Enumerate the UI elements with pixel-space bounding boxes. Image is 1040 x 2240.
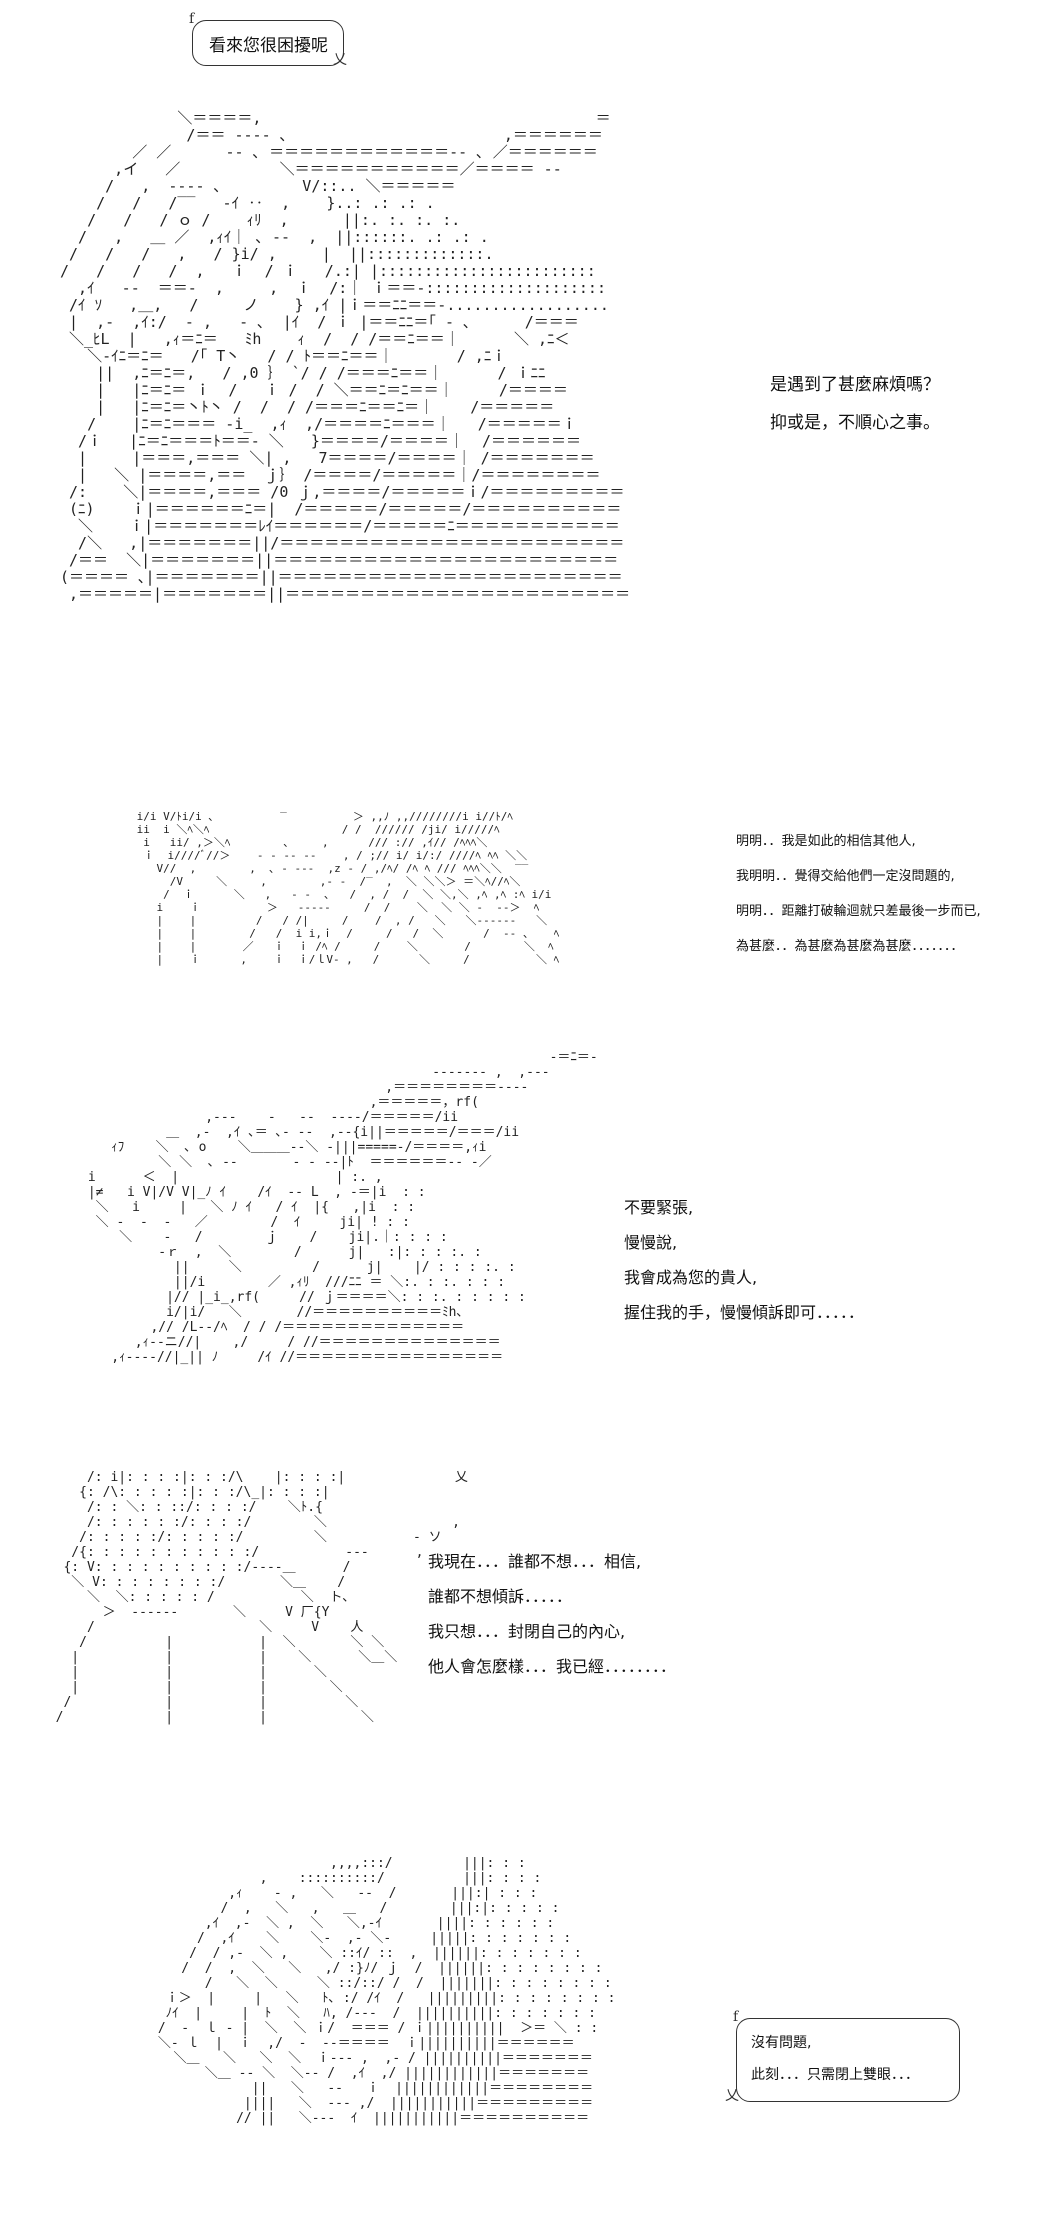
panel-5: ,,,,:::/ |||: : : , ::::::::::/ |||: : :… xyxy=(0,1850,1040,2240)
dialogue-line: 明明．．我是如此的相信其他人, xyxy=(736,834,916,849)
dialogue-line: 抑或是，不順心之事。 xyxy=(770,413,940,433)
ascii-art-character-1: ＼＝＝＝＝, ＝ /＝＝ ‐‐‐- ､ ,＝＝＝＝＝＝ ／ ／ ‐- ､ ＝＝＝… xyxy=(60,109,631,603)
bubble-corner-mark: f xyxy=(189,11,195,27)
dialogue-line: 是遇到了甚麼麻煩嗎？ xyxy=(770,375,940,395)
dialogue-line: 我現在．．．誰都不想．．．相信, xyxy=(428,1552,642,1571)
dialogue-line: 不要緊張, xyxy=(624,1198,694,1217)
bubble-tail-mark: 乂 xyxy=(725,2088,739,2104)
bubble-line: 此刻．．．只需閉上雙眼．．． xyxy=(751,2067,919,2083)
dialogue-line: 我明明．．覺得交給他們一定沒問題的, xyxy=(736,869,955,884)
panel-3: ‐＝ﾆ＝‐ ‐‐‐‐‐‐‐ , ,‐‐‐ ,＝＝＝＝＝＝＝＝‐‐‐‐ ,＝＝＝＝… xyxy=(0,1040,1040,1450)
dialogue-block: 不要緊張, 慢慢說, 我會成為您的貴人, 握住我的手，慢慢傾訴即可．．．．． xyxy=(624,1190,864,1330)
dialogue-line: 誰都不想傾訴．．．．． xyxy=(428,1587,573,1606)
speech-bubble: f 沒有問題, 此刻．．．只需閉上雙眼．．． 乂 xyxy=(725,2009,960,2104)
ascii-art-character-4: /: i|: : : :|: : :/\ |: : : :| 乂 {: /\: … xyxy=(55,1470,468,1725)
bubble-corner-mark: f xyxy=(733,2009,739,2025)
dialogue-line: 慢慢說, xyxy=(624,1233,678,1252)
panel-2: i/i V/ﾄi/i ､ ‾ ＞ ,,ﾉ ,,////////i i//ﾄ/ﾍ … xyxy=(0,800,1040,1030)
ascii-art-character-3: ‐＝ﾆ＝‐ ‐‐‐‐‐‐‐ , ,‐‐‐ ,＝＝＝＝＝＝＝＝‐‐‐‐ ,＝＝＝＝… xyxy=(87,1050,598,1365)
ascii-art-character-5: ,,,,:::/ |||: : : , ::::::::::/ |||: : :… xyxy=(157,1856,616,2126)
panel-4: /: i|: : : :|: : :/\ |: : : :| 乂 {: /\: … xyxy=(0,1460,1040,1840)
speech-bubble: f 看來您很困擾呢 乂 xyxy=(189,11,347,68)
dialogue-line: 我只想．．．封閉自己的內心, xyxy=(428,1622,626,1641)
ascii-art-character-2: i/i V/ﾄi/i ､ ‾ ＞ ,,ﾉ ,,////////i i//ﾄ/ﾍ … xyxy=(136,810,560,966)
dialogue-block: 我現在．．．誰都不想．．．相信, 誰都不想傾訴．．．．． 我只想．．．封閉自己的… xyxy=(428,1544,676,1684)
bubble-text: 看來您很困擾呢 xyxy=(209,36,328,56)
dialogue-line: 為甚麼．．為甚麼為甚麼為甚麼．．．．．．． xyxy=(736,939,964,954)
dialogue-line: 明明．．距離打破輪迴就只差最後一步而已, xyxy=(736,904,981,919)
dialogue-block: 是遇到了甚麼麻煩嗎？ 抑或是，不順心之事。 xyxy=(770,366,940,442)
dialogue-line: 我會成為您的貴人, xyxy=(624,1268,758,1287)
dialogue-block: 明明．．我是如此的相信其他人, 我明明．．覺得交給他們一定沒問題的, 明明．．距… xyxy=(736,824,981,964)
dialogue-line: 他人會怎麼樣．．．我已經．．．．．．．． xyxy=(428,1657,677,1676)
bubble-tail-mark: 乂 xyxy=(333,52,347,68)
bubble-line: 沒有問題, xyxy=(751,2035,812,2051)
panel-1: f 看來您很困擾呢 乂 ＼＝＝＝＝, ＝ /＝＝ ‐‐‐- ､ ,＝＝＝＝＝＝ … xyxy=(0,0,1040,790)
dialogue-line: 握住我的手，慢慢傾訴即可．．．．． xyxy=(624,1303,865,1322)
